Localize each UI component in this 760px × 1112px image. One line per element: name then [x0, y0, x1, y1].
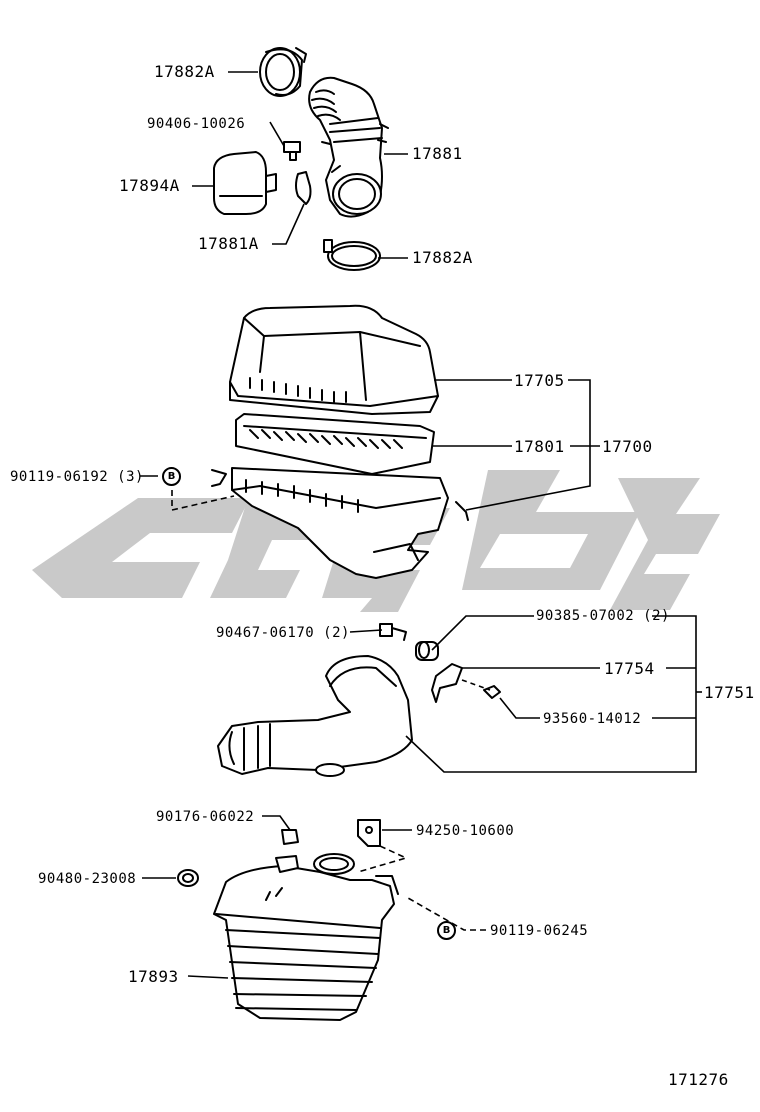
clamp-17882a-top-drawing: [259, 47, 307, 97]
clip-94250-drawing: [357, 819, 381, 847]
screw-93560-drawing: [483, 685, 501, 699]
clamp-17882a-bottom-drawing: [323, 239, 381, 271]
label-17751: 17751: [704, 683, 755, 702]
label-17700: 17700: [602, 437, 653, 456]
air-hose-17881-drawing: [308, 76, 389, 218]
element-17801-drawing: [235, 413, 435, 475]
label-17893: 17893: [128, 967, 179, 986]
resonator-17893-drawing: [213, 853, 399, 1021]
label-94250-10600: 94250-10600: [416, 823, 515, 839]
label-17881a: 17881A: [198, 234, 259, 253]
bracket-17754-drawing: [431, 663, 463, 703]
label-90467-06170: 90467-06170 (2): [216, 625, 350, 641]
label-90385-07002: 90385-07002 (2): [536, 608, 670, 624]
label-17754: 17754: [604, 659, 655, 678]
grommet-90480-drawing: [177, 869, 199, 887]
label-17801: 17801: [514, 437, 565, 456]
duct-17751-drawing: [217, 655, 413, 777]
label-90176-06022: 90176-06022: [156, 809, 255, 825]
label-17881: 17881: [412, 144, 463, 163]
nut-90176-drawing: [281, 829, 299, 845]
label-90480-23008: 90480-23008: [38, 871, 137, 887]
label-93560-14012: 93560-14012: [543, 711, 642, 727]
marker-b-icon: B: [162, 467, 181, 486]
clamp-17881a-drawing: [295, 171, 312, 205]
part-drawings: [177, 47, 501, 1021]
leader-lines: [140, 71, 702, 979]
label-17894a: 17894A: [119, 176, 180, 195]
label-90119-06245: 90119-06245: [490, 923, 589, 939]
label-90406-10026: 90406-10026: [147, 116, 246, 132]
grommet-90385-drawing: [415, 641, 439, 661]
figure-number: 171276: [668, 1070, 729, 1089]
label-17705: 17705: [514, 371, 565, 390]
part-17894a-drawing: [213, 151, 277, 215]
label-17882a-bottom: 17882A: [412, 248, 473, 267]
label-90119-06192: 90119-06192 (3): [10, 469, 144, 485]
cap-17705-drawing: [229, 304, 439, 415]
marker-b-icon: B: [437, 921, 456, 940]
screw-90406-drawing: [283, 141, 301, 161]
label-17882a-top: 17882A: [154, 62, 215, 81]
case-drawing: [211, 467, 469, 579]
bolt-90467-drawing: [379, 623, 407, 641]
